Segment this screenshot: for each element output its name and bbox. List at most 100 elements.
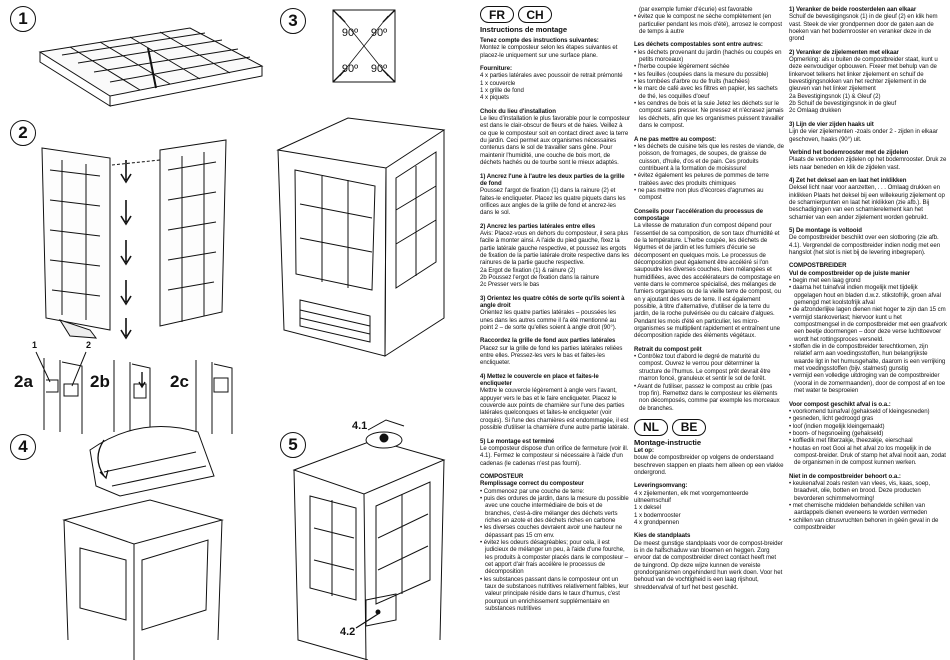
- list-item: l'herbe coupée légèrement séchée: [634, 63, 784, 70]
- list-item: le marc de café avec les filtres en papi…: [634, 85, 784, 100]
- fr-step2-line: 2b Poussez l'ergot de fixation dans la r…: [480, 273, 600, 281]
- nl-supply-item: 1 x bodemrooster: [634, 511, 681, 519]
- nl-step2-line: 2b Schuif de bevestigingsnok in de gleuf: [789, 100, 897, 108]
- fr-step2-line: 2c Presser vers le bas: [480, 281, 540, 289]
- fr-supply-item: 1 x grille de fond: [480, 87, 524, 95]
- list-item: les substances passant dans le composteu…: [480, 576, 630, 613]
- fr-step3b-text: Placez sur la grille de fond les parties…: [480, 344, 623, 367]
- list-item: les diverses couches devraient avoir une…: [480, 524, 630, 539]
- nl-step1-heading: 1) Veranker de beide roosterdelen aan el…: [789, 6, 917, 13]
- badge-ch: CH: [518, 6, 552, 23]
- nl-supply-item: 1 x deksel: [634, 504, 661, 512]
- list-item: boom- of hegsnoeiing (gehakseld): [789, 430, 947, 437]
- fr-step5-text: Le composteur dispose d'un orifice de fe…: [480, 444, 629, 467]
- degree-labels: 90º 90º 90º 90º: [342, 27, 387, 75]
- list-item: daarna het tuinafval indien mogelijk met…: [789, 284, 947, 306]
- language-badges-nl: NL BE: [634, 418, 784, 436]
- nl-ok-list: voorkomend tuinafval (gehakseld of klein…: [789, 408, 947, 467]
- list-item: begin met een laag grond: [789, 277, 947, 284]
- nl-step2-text: Opmerking: als u buiten de compostbreide…: [789, 56, 938, 93]
- detail-2a: [35, 351, 87, 434]
- fr-step1-heading: 1) Ancrez l'une à l'autre les deux parti…: [480, 172, 625, 187]
- nl-composter-heading: COMPOSTBREIDER: [789, 262, 847, 270]
- fr-step2-heading: 2) Ancrez les parties latérales entre el…: [480, 222, 596, 230]
- fr-step4-heading: 4) Mettez le couvercle en place et faite…: [480, 372, 599, 388]
- nl-step2-heading: 2) Veranker de zijelementen met elkaar: [789, 48, 899, 56]
- nl-step3b-text: Plaats de verbonden zijdelen op het bode…: [789, 156, 947, 171]
- list-item: keukenafval zoals resten van vlees, vis,…: [789, 480, 947, 502]
- list-item: évitez que le compost ne sèche complètem…: [634, 13, 784, 35]
- fr-step3-heading: 3) Orientez les quatre côtés de sorte qu…: [480, 294, 625, 309]
- degree-label: 90º: [342, 63, 358, 75]
- fr-supply-item: 4 x parties latérales avec poussoir de r…: [480, 72, 623, 80]
- list-item: évitez les odeurs désagréables; pour cel…: [480, 539, 630, 576]
- assembly-illustrations: 90º 90º 90º 90º: [35, 9, 446, 660]
- list-item: les cendres de bois et la suie Jetez les…: [634, 100, 784, 129]
- nl-step5-text: De compostbreider beschikt over een slot…: [789, 234, 941, 256]
- step-number-1: 1: [10, 6, 36, 32]
- sublabel-2b: 2b: [90, 372, 110, 391]
- nl-fill-heading: Vul de compostbreider op de juiste manie…: [789, 269, 910, 277]
- nl-step1-text: Schuif de bevestigingsnok (1) in de gleu…: [789, 13, 938, 43]
- nl-step5-heading: 5) De montage is voltooid: [789, 226, 862, 234]
- detail-2b: [113, 360, 151, 434]
- badge-fr: FR: [480, 6, 514, 23]
- list-item: vermijd stankoverlast; hiervoor kunt u h…: [789, 314, 947, 343]
- fr-fill-list-continued: (par exemple fumier d'écurie) est favora…: [634, 6, 784, 35]
- complete-bin-drawing: [292, 419, 446, 660]
- callout-slot: 2: [86, 340, 92, 350]
- list-item: Avant de l'utiliser, passez le compost a…: [634, 383, 784, 412]
- list-item: les déchets de cuisine tels que les rest…: [634, 143, 784, 172]
- list-item: schillen van citrusvruchten behoren in g…: [789, 517, 947, 532]
- list-item: les tombées d'arbre ou de fruits (hachée…: [634, 78, 784, 85]
- square-alignment-drawing: [332, 9, 396, 83]
- nl-place-heading: Kies de standplaats: [634, 532, 691, 540]
- fr-not-list: les déchets de cuisine tels que les rest…: [634, 143, 784, 202]
- list-item: puis des ordures de jardin, dans la mesu…: [480, 495, 630, 524]
- nl-step4-text: Deksel licht naar voor aanzetten, . . . …: [789, 184, 945, 221]
- fr-accel-heading: Conseils pour l'accélération du processu…: [634, 207, 763, 222]
- callout-tab: 1: [32, 340, 38, 350]
- nl-intro-heading: Let op:: [634, 446, 654, 454]
- nl-supply-heading: Leveringsomvang:: [634, 482, 688, 490]
- nl-step3-heading: 3) Lijn de vier zijden haaks uit: [789, 120, 874, 128]
- fr-fill-heading: Remplissage correct du composteur: [480, 480, 585, 488]
- step-number-4: 4: [10, 434, 36, 460]
- list-item: gesneden, licht gedroogd gras: [789, 415, 947, 422]
- language-badges-fr: FR CH: [480, 6, 630, 23]
- french-column-2: (par exemple fumier d'écurie) est favora…: [634, 6, 784, 591]
- degree-label: 90º: [371, 63, 387, 75]
- fr-intro-heading: Tenez compte des instructions suivantes:: [480, 37, 599, 44]
- step-number-2: 2: [10, 120, 36, 146]
- fr-retrieve-list: Contrôlez tout d'abord le degré de matur…: [634, 353, 784, 412]
- base-grid-drawing: [38, 27, 264, 107]
- list-item: koffiedik met filterzakje, theezakje, ei…: [789, 437, 947, 444]
- fr-composter-heading: COMPOSTEUR: [480, 472, 524, 480]
- nl-place-text: De meest gunstige standplaats voor de co…: [634, 539, 783, 591]
- lid-attach-drawing: [62, 426, 224, 660]
- fr-fill-list: Commencez par une couche de terre: puis …: [480, 488, 630, 613]
- fr-step5-heading: 5) Le montage est terminé: [480, 437, 555, 445]
- degree-label: 90º: [342, 27, 358, 39]
- sublabel-2a: 2a: [14, 372, 33, 391]
- list-item: met chemische middelen behandelde schill…: [789, 502, 947, 517]
- nl-supply-item: 4 x zijelementen, elk met voorgemonteerd…: [634, 489, 749, 504]
- callout-lock-hole: 4.1: [352, 420, 368, 432]
- fr-supply-heading: Fourniture:: [480, 65, 512, 73]
- detail-2c: [195, 360, 233, 434]
- list-item: Contrôlez tout d'abord le degré de matur…: [634, 353, 784, 382]
- degree-label: 90º: [371, 27, 387, 39]
- list-item: ne pas mettre non plus d'écorces d'agrum…: [634, 187, 784, 202]
- insertion-arrows: [120, 160, 132, 340]
- fr-title: Instructions de montage: [480, 25, 568, 34]
- list-item: voorkomend tuinafval (gehakseld of klein…: [789, 408, 947, 415]
- step-number-3: 3: [280, 8, 306, 34]
- list-item: (par exemple fumier d'écurie) est favora…: [639, 6, 753, 13]
- fr-step2-line: 2a Ergot de fixation (1) & rainure (2): [480, 266, 576, 274]
- list-item: stoffen die in de compostbreider terecht…: [789, 343, 947, 372]
- fr-intro-text: Montez le composteur selon les étapes su…: [480, 44, 618, 59]
- side-panels-drawing: [41, 139, 227, 339]
- list-item: vermijd een volledige uitdroging van de …: [789, 372, 947, 394]
- list-item: Commencez par une couche de terre:: [480, 488, 630, 495]
- fr-supply-item: 1 x couvercle: [480, 79, 516, 87]
